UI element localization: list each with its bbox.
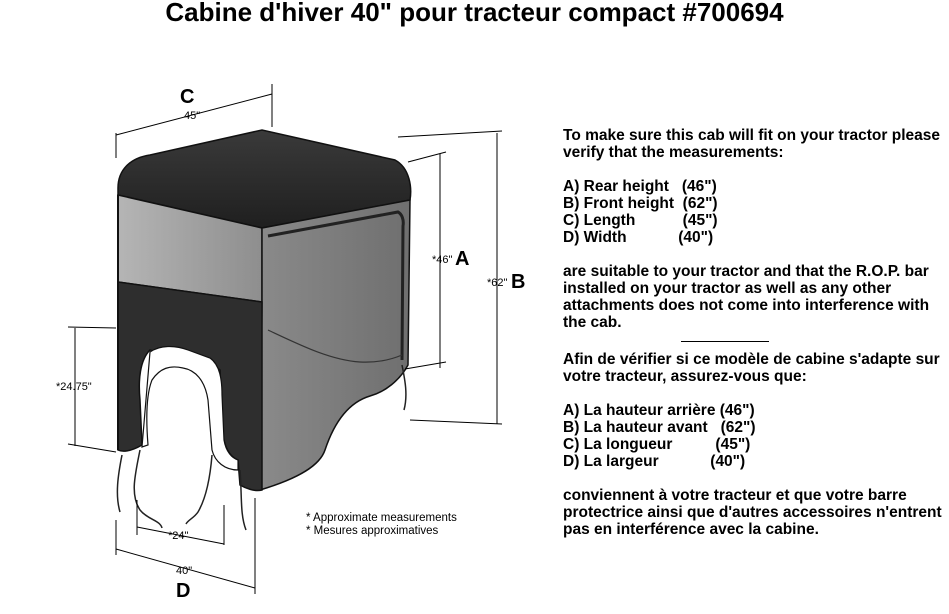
dim-c-letter: C — [180, 86, 194, 108]
dim-b-letter: B — [511, 271, 525, 293]
cab-diagram: C 45" *46" A *62" B *24.75" *24" 40" D — [56, 84, 525, 602]
french-spec-item: D) La largeur (40") — [563, 453, 746, 470]
french-spec-item: B) La hauteur avant (62") — [563, 419, 756, 436]
cab-side-window — [259, 199, 411, 492]
cab-front-skirt — [117, 281, 263, 492]
dim-door-line — [136, 526, 225, 545]
page-title: Cabine d'hiver 40" pour tracteur compact… — [165, 0, 784, 27]
dim-a-letter: A — [455, 248, 469, 270]
french-outro: conviennent à votre tracteur et que votr… — [563, 487, 942, 538]
dim-d-letter: D — [176, 580, 190, 602]
english-spec-item: D) Width (40") — [563, 229, 714, 246]
dim-c-value: 45" — [184, 110, 200, 122]
english-spec-list: A) Rear height (46") B) Front height (62… — [563, 178, 943, 246]
dim-b-ext-bottom — [409, 419, 503, 425]
dim-a-ext-top — [407, 151, 447, 163]
dim-b-value: *62" — [487, 277, 508, 289]
dim-d-line — [115, 548, 256, 589]
english-intro: To make sure this cab will fit on your t… — [563, 127, 940, 161]
french-spec-item: A) La hauteur arrière (46") — [563, 402, 755, 419]
dim-d-value: 40" — [176, 565, 192, 577]
instructions: To make sure this cab will fit on your t… — [563, 127, 943, 538]
note-english: * Approximate measurements — [306, 512, 457, 524]
dim-a-ext-bottom — [404, 361, 447, 370]
english-spec-item: A) Rear height (46") — [563, 178, 717, 195]
french-intro: Afin de vérifier si ce modèle de cabine … — [563, 351, 940, 385]
cab-door-frame — [267, 210, 405, 361]
english-spec-item: B) Front height (62") — [563, 195, 718, 212]
french-spec-item: C) La longueur (45") — [563, 436, 751, 453]
dim-side-ext-top — [67, 326, 117, 329]
cab-roof — [117, 129, 412, 229]
english-outro: are suitable to your tractor and that th… — [563, 263, 930, 331]
note-french: * Mesures approximatives — [306, 525, 439, 537]
dim-side-value: *24.75" — [56, 381, 92, 393]
dim-c-line — [115, 93, 273, 136]
french-spec-list: A) La hauteur arrière (46") B) La hauteu… — [563, 402, 943, 470]
cab-strap-outer — [116, 454, 123, 513]
section-divider — [681, 341, 769, 342]
dim-b-ext-top — [397, 130, 503, 138]
cab-strap-right — [239, 469, 247, 531]
dim-a-value: *46" — [432, 254, 453, 266]
dim-door-value: *24" — [168, 530, 189, 542]
cab-strap-left — [133, 449, 163, 529]
dim-side-ext-bottom — [67, 443, 117, 453]
cab-strap-back — [401, 364, 407, 411]
english-spec-item: C) Length (45") — [563, 212, 718, 229]
cab-strap-mid — [185, 454, 213, 525]
cab-side-seam — [267, 329, 403, 363]
approximate-notes: * Approximate measurements * Mesures app… — [306, 512, 457, 538]
cab-door-opening — [141, 345, 239, 471]
